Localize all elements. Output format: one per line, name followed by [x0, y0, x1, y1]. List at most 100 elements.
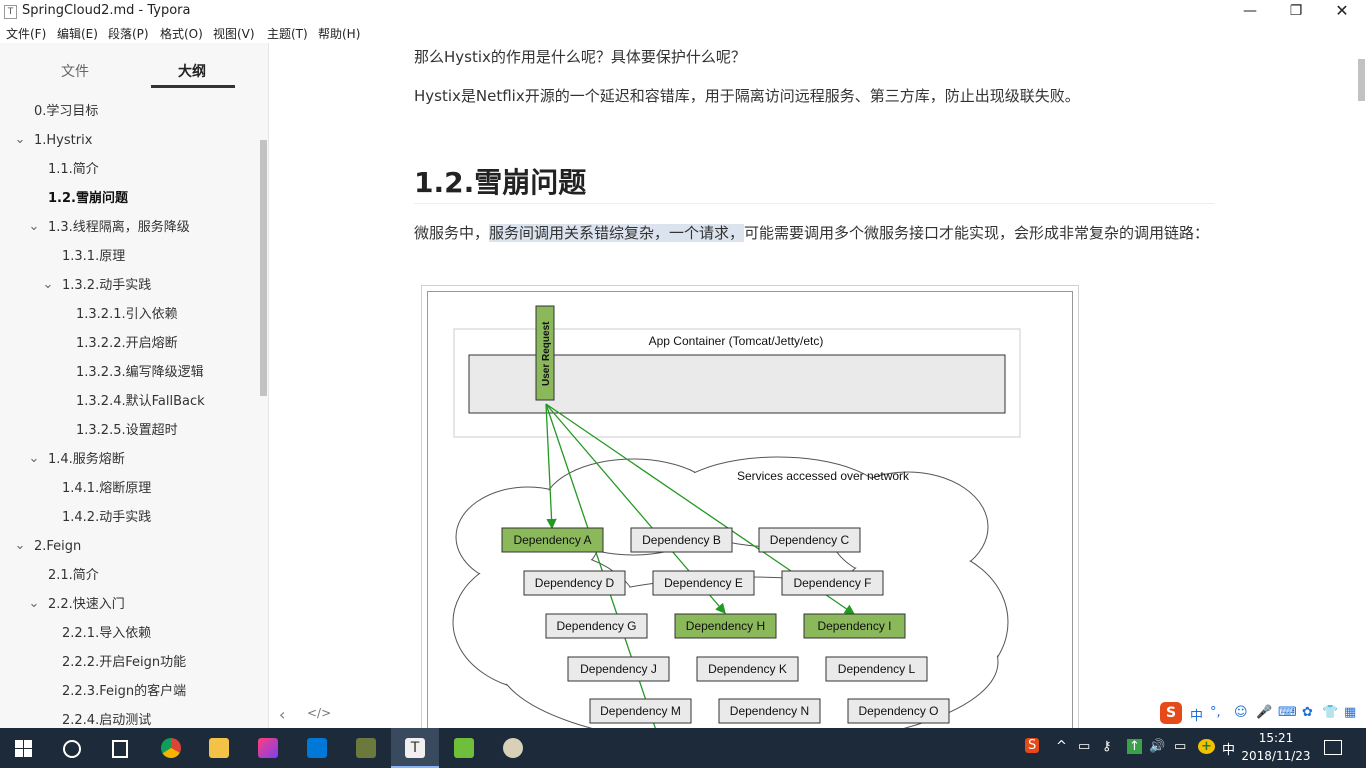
close-button[interactable]: ✕ — [1335, 1, 1349, 20]
tab-files[interactable]: 文件 — [61, 64, 89, 80]
update-icon[interactable]: ↑ — [1127, 739, 1142, 754]
outline-item[interactable]: 1.2.雪崩问题 — [48, 191, 128, 206]
outline-item[interactable]: 2.2.2.开启Feign功能 — [62, 655, 187, 670]
user-request-bar — [535, 305, 555, 401]
outline-item[interactable]: 1.3.1.原理 — [62, 249, 126, 264]
task-view-button[interactable] — [96, 728, 144, 768]
title-bar: T SpringCloud2.md - Typora — ❐ ✕ — [0, 0, 1366, 23]
security-icon[interactable]: + — [1198, 739, 1215, 754]
tab-outline[interactable]: 大纲 — [178, 64, 206, 80]
source-code-icon[interactable]: </> — [307, 706, 332, 720]
outline-item[interactable]: 2.1.简介 — [48, 568, 99, 583]
dependency-box — [501, 527, 604, 553]
grid-icon[interactable]: ▦ — [1344, 705, 1357, 720]
outline-item[interactable]: 2.2.1.导入依赖 — [62, 626, 152, 641]
minimize-button[interactable]: — — [1243, 3, 1257, 19]
clock-time[interactable]: 15:21 — [1258, 731, 1294, 745]
outline-item[interactable]: 2.Feign — [34, 539, 82, 554]
device-icon[interactable]: ▭ — [1078, 739, 1091, 754]
store-button[interactable] — [293, 728, 341, 768]
volume-icon[interactable]: 🔊 — [1149, 739, 1166, 754]
dependency-label: Dependency O — [858, 704, 938, 718]
dependency-label: Dependency E — [664, 576, 743, 590]
outline-item[interactable]: 1.3.线程隔离，服务降级 — [48, 220, 190, 235]
punctuation-icon[interactable]: °, — [1210, 705, 1221, 720]
notifications-icon[interactable] — [1324, 740, 1342, 755]
intellij-button[interactable] — [244, 728, 292, 768]
outline-item[interactable]: 1.4.服务熔断 — [48, 452, 125, 467]
paragraph: 那么Hystix的作用是什么呢？具体要保护什么呢？ — [414, 48, 746, 66]
outline-item[interactable]: 1.3.2.1.引入依赖 — [76, 307, 178, 322]
outline-item[interactable]: 2.2.3.Feign的客户端 — [62, 684, 187, 699]
dependency-box — [758, 527, 861, 553]
editor-content[interactable]: 那么Hystix的作用是什么呢？具体要保护什么呢？ Hystix是Netflix… — [269, 43, 1366, 728]
network-icon[interactable]: ▭ — [1174, 739, 1187, 754]
outline-item[interactable]: 1.Hystrix — [34, 133, 93, 148]
window-title: SpringCloud2.md - Typora — [22, 3, 191, 18]
tools-icon — [356, 738, 376, 758]
dependency-label: Dependency M — [600, 704, 681, 718]
menu-view[interactable]: 视图(V) — [213, 27, 255, 41]
collapse-arrow-icon[interactable]: ⌄ — [28, 451, 40, 466]
editor-scrollbar[interactable] — [1358, 59, 1365, 101]
menu-edit[interactable]: 编辑(E) — [57, 27, 98, 41]
sogou-tray-icon[interactable]: S — [1025, 738, 1040, 753]
outline-item[interactable]: 2.2.快速入门 — [48, 597, 125, 612]
outline-item[interactable]: 2.2.4.启动测试 — [62, 713, 152, 728]
chrome-button[interactable] — [147, 728, 195, 768]
chinese-mode-icon[interactable]: 中 — [1190, 709, 1204, 724]
dependency-label: Dependency H — [686, 619, 765, 633]
network-label: Services accessed over network — [737, 469, 910, 483]
clock-date[interactable]: 2018/11/23 — [1241, 749, 1311, 763]
dependency-label: Dependency L — [838, 662, 916, 676]
paint-icon — [503, 738, 523, 758]
tools-button[interactable] — [342, 728, 390, 768]
outline-item[interactable]: 1.3.2.2.开启熔断 — [76, 336, 178, 351]
paint-button[interactable] — [489, 728, 537, 768]
show-hidden-icon[interactable]: ^ — [1056, 739, 1067, 754]
shirt-icon[interactable]: 👕 — [1322, 705, 1339, 720]
store-icon — [307, 738, 327, 758]
dependency-box — [696, 656, 799, 682]
start-button[interactable] — [0, 728, 48, 768]
menu-paragraph[interactable]: 段落(P) — [108, 27, 149, 41]
maximize-button[interactable]: ❐ — [1289, 3, 1303, 19]
key-icon[interactable]: ⚷ — [1102, 739, 1112, 754]
outline-item[interactable]: 1.4.1.熔断原理 — [62, 481, 152, 496]
collapse-arrow-icon[interactable]: ⌄ — [42, 277, 54, 292]
outline-item[interactable]: 1.1.简介 — [48, 162, 99, 177]
outline-item[interactable]: 0.学习目标 — [34, 104, 99, 119]
typora-button[interactable]: T — [391, 728, 439, 768]
dependency-box — [674, 613, 777, 639]
collapse-arrow-icon[interactable]: ⌄ — [28, 596, 40, 611]
sidebar-scrollbar[interactable] — [260, 140, 267, 396]
cortana-button[interactable] — [48, 728, 96, 768]
windows-logo-icon — [15, 740, 32, 757]
outline-item[interactable]: 1.3.2.5.设置超时 — [76, 423, 178, 438]
emoji-icon[interactable]: ☺ — [1234, 705, 1248, 720]
input-language-icon[interactable]: 中 — [1222, 743, 1236, 758]
menu-file[interactable]: 文件(F) — [6, 27, 47, 41]
dependency-label: Dependency I — [817, 619, 891, 633]
task-view-icon — [112, 740, 128, 758]
sogou-ime-icon[interactable]: S — [1160, 702, 1182, 724]
outline-item[interactable]: 1.3.2.4.默认FallBack — [76, 394, 205, 409]
menu-theme[interactable]: 主题(T) — [267, 27, 308, 41]
keyboard-icon[interactable]: ⌨ — [1278, 705, 1297, 720]
menu-format[interactable]: 格式(O) — [160, 27, 203, 41]
voice-icon[interactable]: 🎤 — [1256, 705, 1273, 720]
outline-item[interactable]: 1.4.2.动手实践 — [62, 510, 152, 525]
outline-item[interactable]: 1.3.2.3.编写降级逻辑 — [76, 365, 204, 380]
back-icon[interactable]: ‹ — [279, 705, 286, 724]
explorer-button[interactable] — [195, 728, 243, 768]
collapse-arrow-icon[interactable]: ⌄ — [14, 538, 26, 553]
diagram-image: App Container (Tomcat/Jetty/etc) — [427, 291, 1073, 728]
outline-item[interactable]: 1.3.2.动手实践 — [62, 278, 152, 293]
collapse-arrow-icon[interactable]: ⌄ — [14, 132, 26, 147]
app-container-box — [468, 354, 1006, 414]
skin-icon[interactable]: ✿ — [1302, 705, 1313, 720]
collapse-arrow-icon[interactable]: ⌄ — [28, 219, 40, 234]
excel-button[interactable] — [440, 728, 488, 768]
menu-help[interactable]: 帮助(H) — [318, 27, 361, 41]
